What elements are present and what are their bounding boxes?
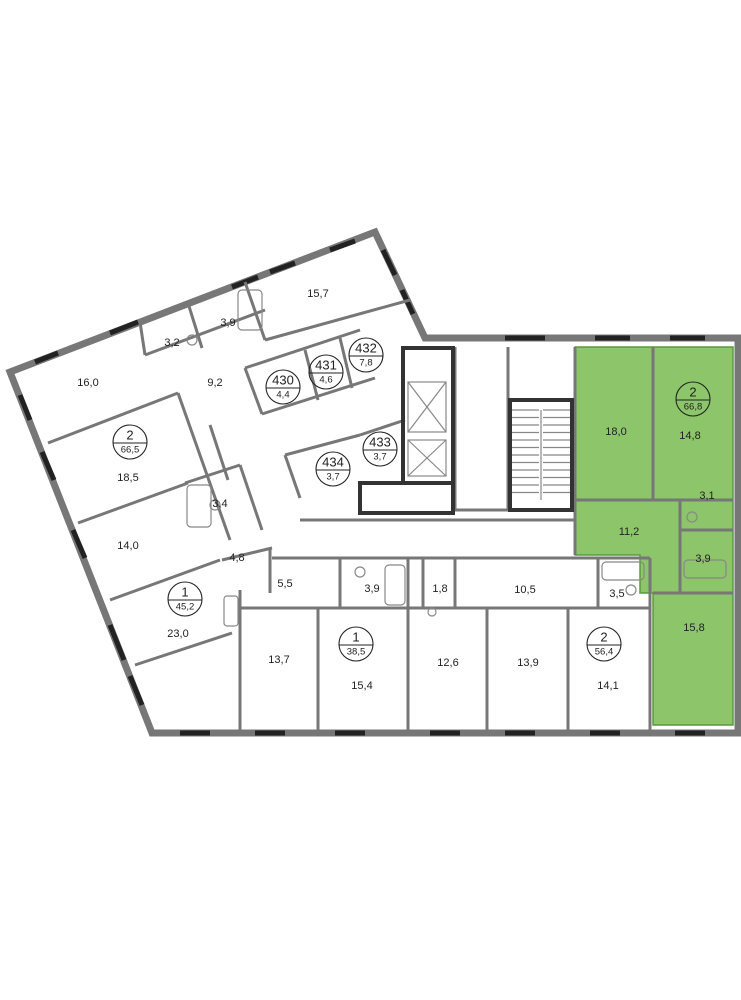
- windows: [17, 238, 705, 736]
- room-area-label: 12,6: [437, 657, 458, 669]
- room-area-label: 13,7: [268, 654, 289, 666]
- room-area-label: 11,2: [619, 526, 640, 538]
- room-area-label: 23,0: [167, 628, 188, 640]
- storage-badge-circle: [348, 337, 384, 373]
- apartment-badge-number: 2: [600, 629, 607, 644]
- room-area-labels: 15,7 3,9 3,2 16,0 9,2 18,5 3,4 14,0 4,8 23,0 5,5 3,…: [77, 288, 714, 692]
- room-area-label: 14,8: [679, 430, 700, 442]
- storage-badge-circle: [362, 431, 398, 467]
- apartment-badge-circle: [675, 381, 711, 417]
- apartment-badge-number: 1: [181, 584, 188, 599]
- storage-badge-circle: [265, 369, 301, 405]
- room-area-label: 15,4: [351, 680, 372, 692]
- storage-badge-area: 4,6: [319, 375, 332, 386]
- storage-badge-circle: [315, 451, 351, 487]
- room-area-label: 3,4: [212, 498, 227, 510]
- room-area-label: 3,9: [220, 317, 235, 329]
- apartment-badge-number: 1: [352, 629, 359, 644]
- room-area-label: 14,1: [597, 680, 618, 692]
- fixtures: [186, 289, 727, 627]
- apartment-badge-circle: [338, 626, 374, 662]
- apartment-badge: 266,5: [112, 424, 148, 460]
- room-area-label: 5,5: [277, 578, 292, 590]
- room-area-label: 3,5: [609, 588, 624, 600]
- elevator-core: [358, 346, 455, 515]
- storage-badge-number: 432: [355, 340, 377, 355]
- storage-badge-circle: [308, 354, 344, 390]
- room-area-label: 4,8: [229, 552, 244, 564]
- apartment-badge: 145,2: [167, 581, 203, 617]
- storage-badge-area: 7,8: [359, 358, 372, 369]
- room-area-label: 15,7: [307, 288, 328, 300]
- apartment-badge-circle: [586, 626, 622, 662]
- room-area-label: 9,2: [207, 377, 222, 389]
- storage-badge-number: 430: [272, 372, 294, 387]
- apartment-badge-area: 66,5: [121, 445, 140, 456]
- room-area-label: 15,8: [683, 622, 704, 634]
- room-area-label: 3,1: [699, 490, 714, 502]
- room-area-label: 18,5: [117, 472, 138, 484]
- storage-badge-number: 433: [369, 434, 391, 449]
- room-area-label: 3,2: [164, 337, 179, 349]
- storage-badge-area: 3,7: [373, 452, 386, 463]
- room-area-label: 18,0: [605, 426, 626, 438]
- storage-badge-area: 3,7: [326, 472, 339, 483]
- apartment-badge: 138,5: [338, 626, 374, 662]
- apartment-badge: 266,8: [675, 381, 711, 417]
- interior-walls: [47, 281, 733, 733]
- apartment-badge-number: 2: [689, 384, 696, 399]
- room-area-label: 1,8: [432, 583, 447, 595]
- storage-badge-number: 431: [315, 357, 337, 372]
- apartment-badge-area: 66,8: [684, 402, 703, 413]
- apartment-badge-circle: [167, 581, 203, 617]
- apartment-badge-number: 2: [126, 427, 133, 442]
- storage-badge-number: 434: [322, 454, 344, 469]
- room-area-label: 13,9: [517, 657, 538, 669]
- room-area-label: 10,5: [514, 584, 535, 596]
- apartment-badge-circle: [112, 424, 148, 460]
- apartment-badge-area: 45,2: [176, 602, 195, 613]
- apartment-badge-area: 56,4: [595, 647, 614, 658]
- storage-badge-area: 4,4: [276, 390, 289, 401]
- staircase: [508, 398, 574, 512]
- room-area-label: 3,9: [695, 553, 710, 565]
- room-area-label: 3,9: [364, 583, 379, 595]
- room-area-label: 14,0: [117, 540, 138, 552]
- apartment-badge-area: 38,5: [347, 647, 366, 658]
- room-area-label: 16,0: [77, 377, 98, 389]
- outer-wall: [5, 227, 741, 737]
- apartment-badge: 256,4: [586, 626, 622, 662]
